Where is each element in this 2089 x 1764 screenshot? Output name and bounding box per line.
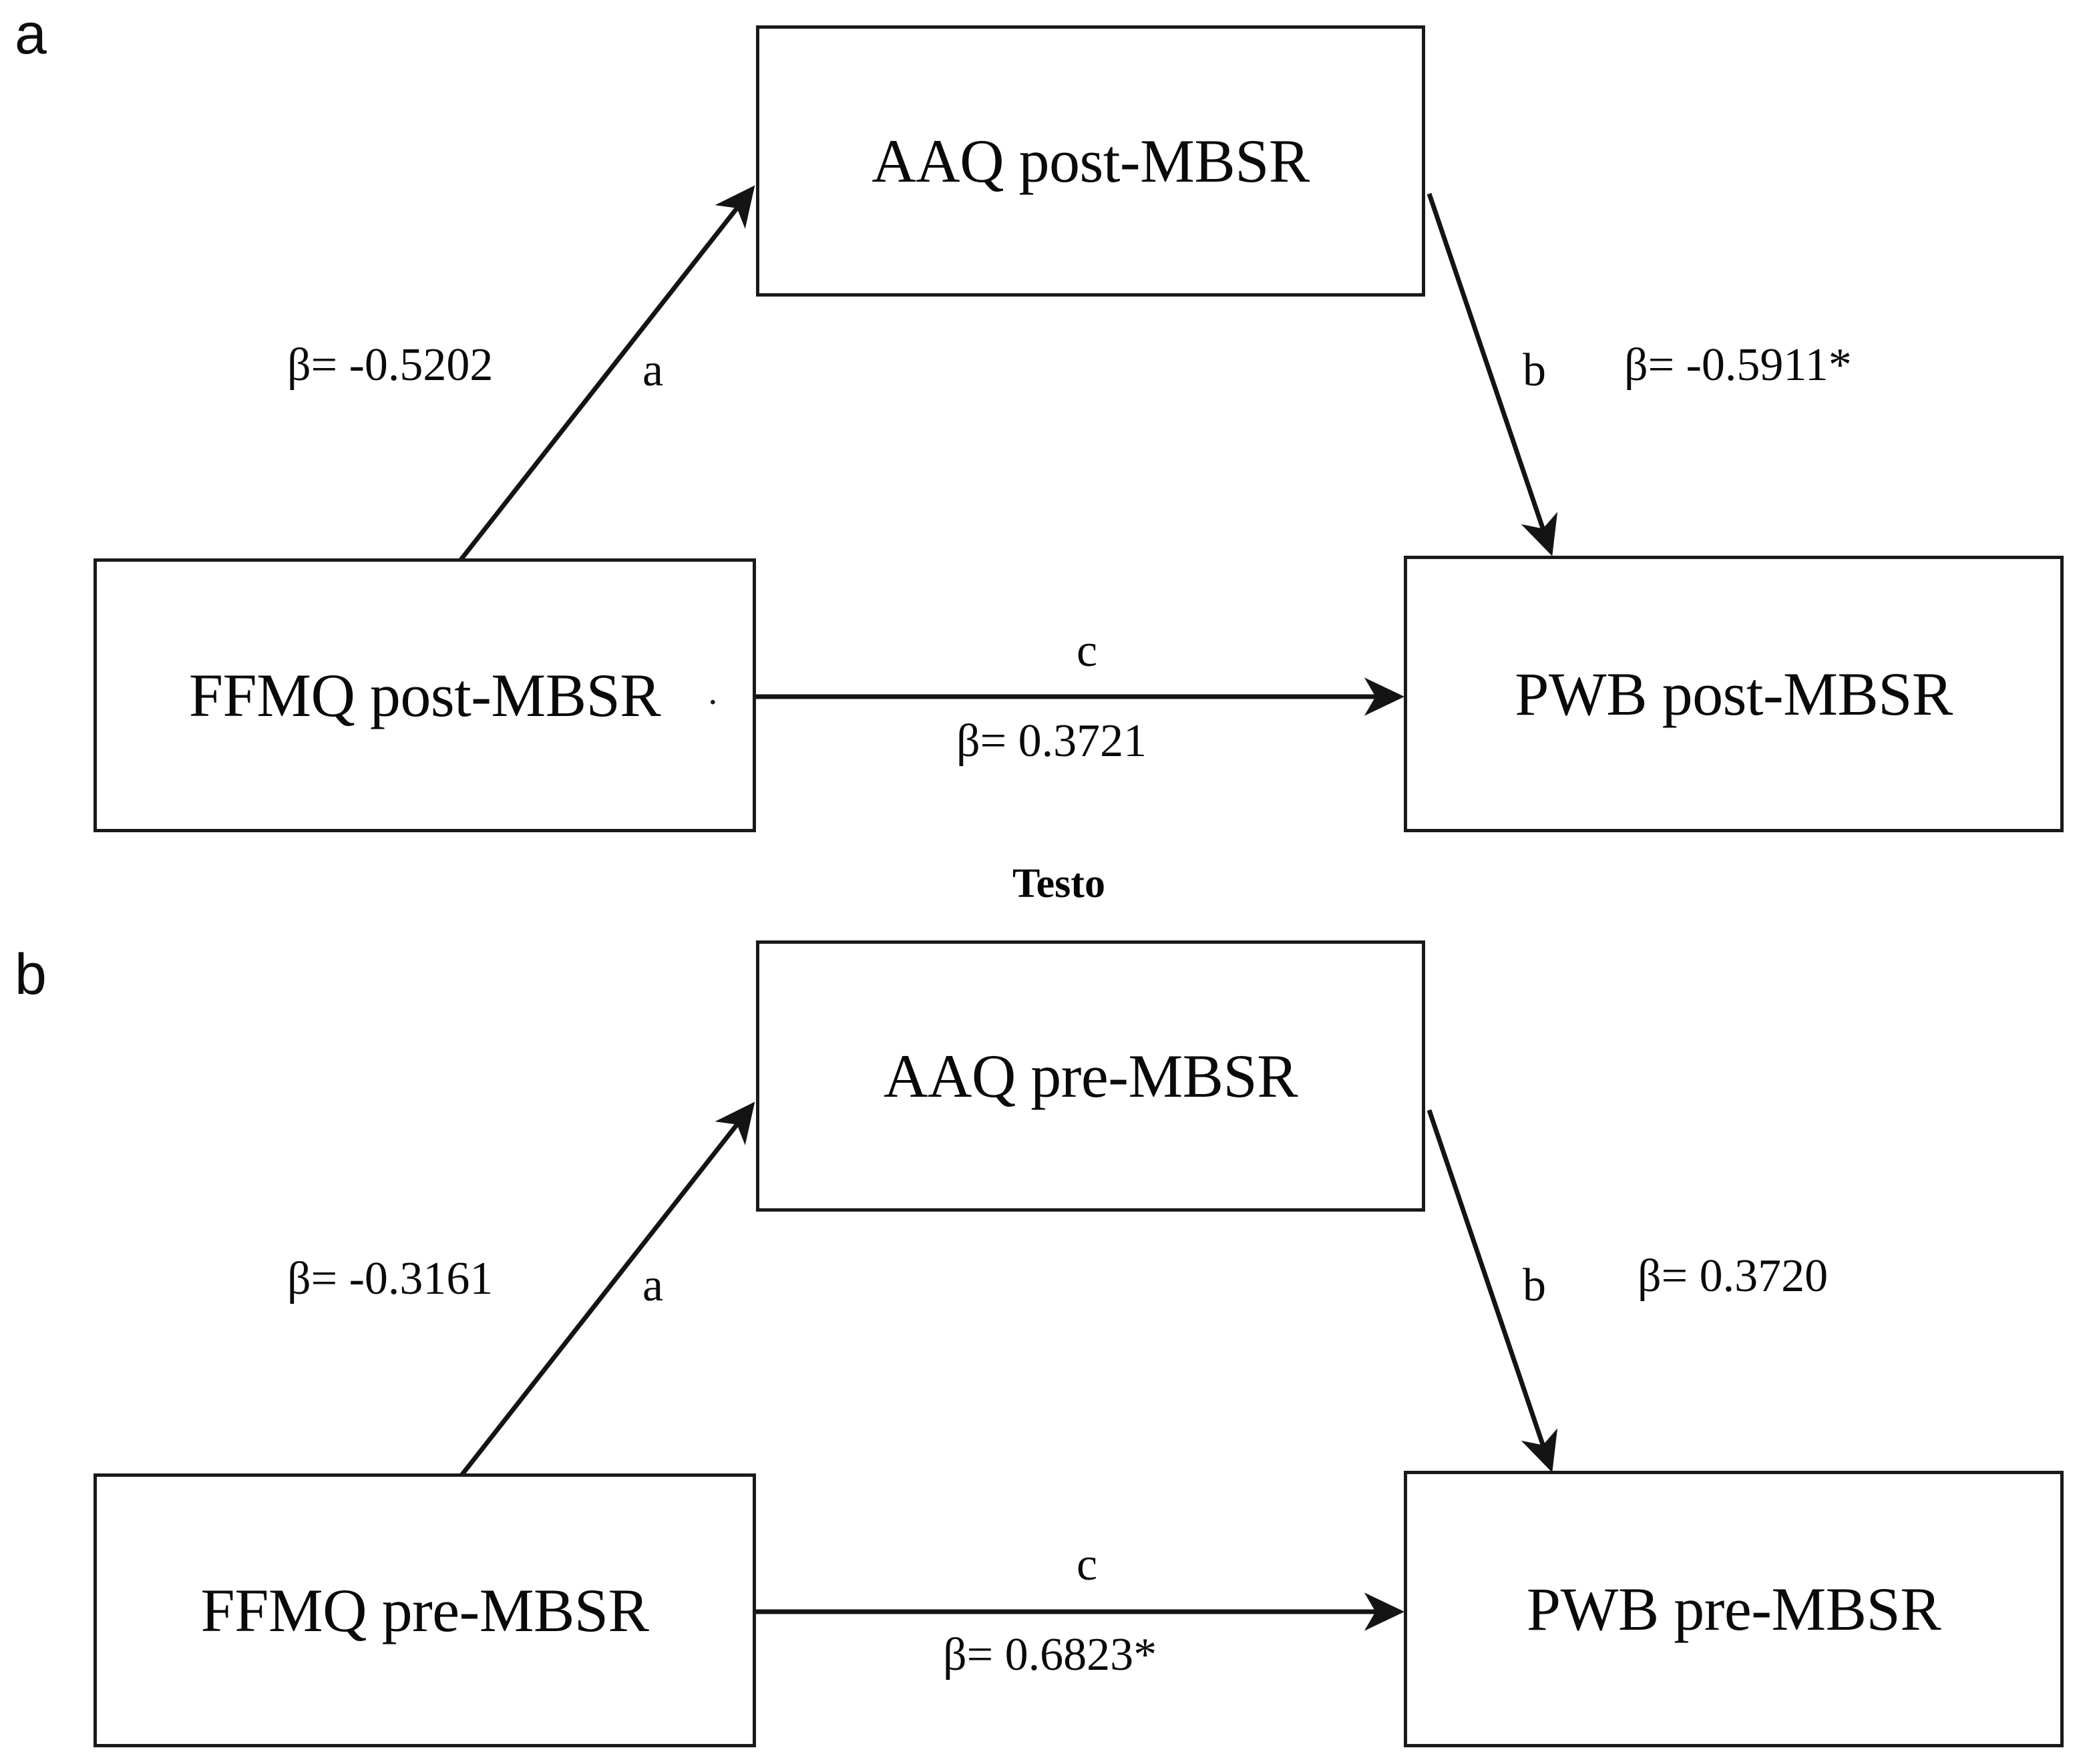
node-box-pwb-post-mbsr: PWB post-MBSR (1404, 556, 2064, 832)
node-box-ffmq-post-mbsr: FFMQ post-MBSR (93, 558, 756, 832)
path-letter-c-panel-b: c (1077, 1539, 1098, 1590)
node-label-ffmq-post-mbsr: FFMQ post-MBSR (188, 661, 661, 729)
path-letter-b-panel-b: b (1523, 1260, 1546, 1311)
node-box-pwb-pre-mbsr: PWB pre-MBSR (1404, 1471, 2064, 1747)
path-letter-c-panel-a: c (1077, 625, 1098, 677)
path-coefficient-a-panel-b: β= -0.3161 (287, 1253, 494, 1304)
node-label-pwb-pre-mbsr: PWB pre-MBSR (1526, 1574, 1941, 1643)
node-box-ffmq-pre-mbsr: FFMQ pre-MBSR (93, 1473, 756, 1747)
path-letter-a-panel-a: a (642, 345, 664, 396)
path-coefficient-c-panel-b: β= 0.6823* (943, 1629, 1157, 1681)
path-coefficient-b-panel-a: β= -0.5911* (1624, 339, 1852, 391)
node-box-aaq-pre-mbsr: AAQ pre-MBSR (756, 940, 1425, 1212)
path-coefficient-b-panel-b: β= 0.3720 (1638, 1250, 1829, 1302)
arrow-path-a-panel-a (459, 185, 755, 562)
panel-letter-a: a (15, 2, 47, 66)
node-label-aaq-post-mbsr: AAQ post-MBSR (872, 126, 1310, 195)
node-box-aaq-post-mbsr: AAQ post-MBSR (756, 25, 1425, 297)
path-coefficient-a-panel-a: β= -0.5202 (287, 339, 494, 391)
path-coefficient-c-panel-a: β= 0.3721 (956, 715, 1147, 767)
center-caption-testo: Testo (1012, 861, 1105, 906)
panel-letter-b: b (15, 942, 47, 1007)
path-letter-b-panel-a: b (1523, 345, 1546, 396)
path-letter-a-panel-b: a (642, 1260, 664, 1311)
arrow-path-a-panel-b (459, 1101, 755, 1478)
node-label-ffmq-pre-mbsr: FFMQ pre-MBSR (200, 1576, 649, 1644)
stray-dot-mark-panel-a: · (707, 682, 719, 723)
node-label-aaq-pre-mbsr: AAQ pre-MBSR (883, 1041, 1298, 1110)
node-label-pwb-post-mbsr: PWB post-MBSR (1515, 659, 1953, 728)
